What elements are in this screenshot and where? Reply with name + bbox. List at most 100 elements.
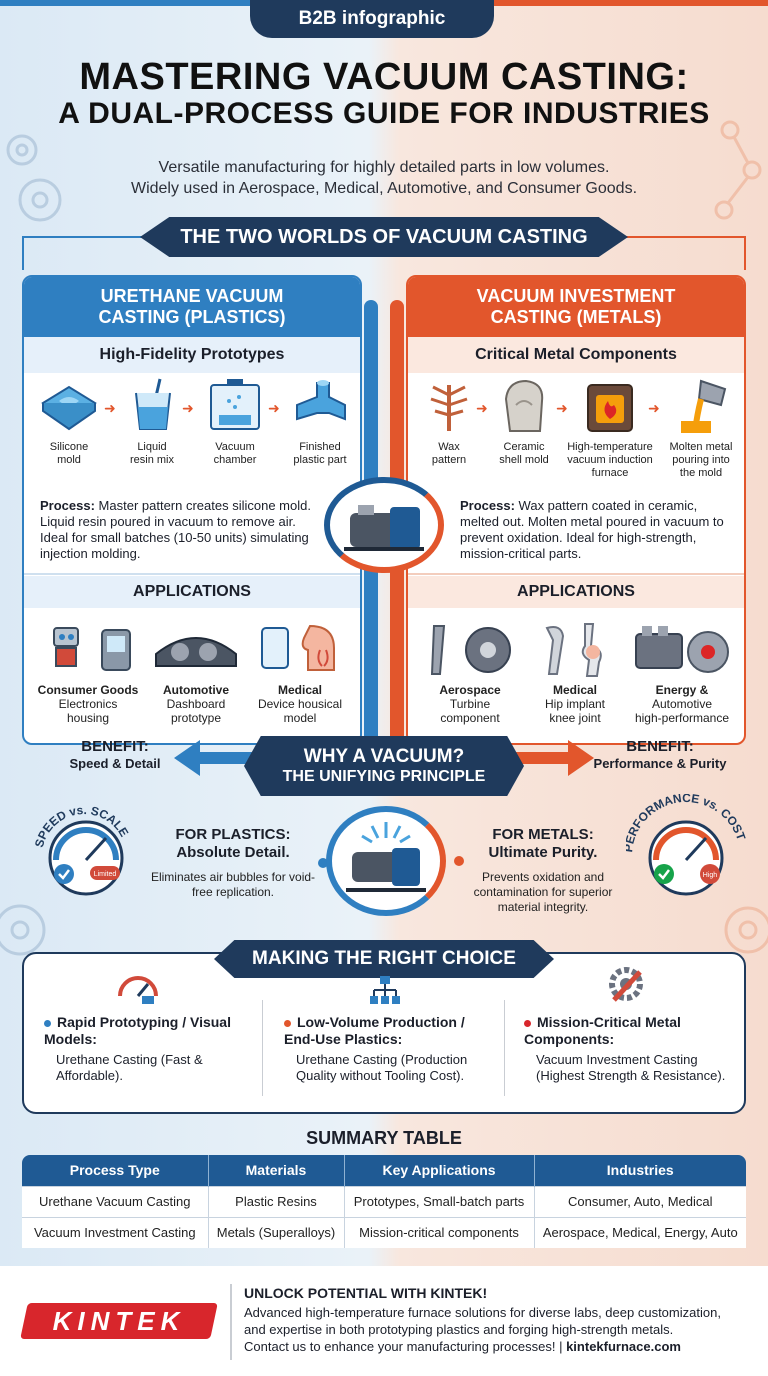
choice-description: Vacuum Investment Casting (Highest Stren… bbox=[536, 1052, 726, 1083]
step-finished-part: Finished plastic part bbox=[280, 375, 360, 467]
investment-process-text: Process: Wax pattern coated in ceramic, … bbox=[460, 498, 736, 562]
step-label-3: furnace bbox=[591, 467, 629, 479]
gear-decoration-icon bbox=[6, 134, 62, 222]
step-arrow-icon: ➜ bbox=[182, 400, 194, 416]
step-label-2: chamber bbox=[213, 454, 257, 466]
step-label-1: Wax bbox=[438, 441, 460, 453]
logo-text: KINTEK bbox=[52, 1306, 186, 1336]
urethane-subtitle: High-Fidelity Prototypes bbox=[24, 337, 360, 373]
app-line-1: Turbine bbox=[449, 697, 491, 711]
benefit-text: Speed & Detail bbox=[69, 756, 161, 771]
gauge-left-label: Limited bbox=[94, 871, 117, 878]
for-metals-heading: FOR METALS: bbox=[492, 826, 594, 843]
table-cell: Prototypes, Small-batch parts bbox=[344, 1185, 535, 1217]
benefit-text: Performance & Purity bbox=[593, 756, 727, 771]
step-label-1: Finished bbox=[299, 441, 341, 453]
ceramic-shell-icon bbox=[504, 379, 544, 432]
table-cell: Plastic Resins bbox=[208, 1185, 345, 1217]
gauge-right-label: High bbox=[703, 872, 718, 879]
category-tag: B2B infographic bbox=[250, 0, 494, 38]
step-label-2: vacuum induction bbox=[567, 454, 653, 466]
choice-mission-critical: Mission-Critical Metal Components: Vacuu… bbox=[524, 1014, 738, 1084]
vacuum-chamber-icon bbox=[210, 379, 260, 430]
app-line-2: component bbox=[440, 711, 500, 725]
molecule-decoration-icon bbox=[714, 120, 762, 220]
connector-dot-right bbox=[454, 856, 464, 866]
for-plastics-heading: FOR PLASTICS: bbox=[175, 826, 291, 843]
step-liquid-resin: Liquid resin mix bbox=[116, 375, 188, 467]
choice-low-volume: Low-Volume Production / End-Use Plastics… bbox=[284, 1014, 494, 1084]
top-accent-right bbox=[494, 0, 768, 6]
process-label: Process: bbox=[40, 498, 95, 513]
investment-subtitle: Critical Metal Components bbox=[408, 337, 744, 373]
bullet-dot bbox=[44, 1019, 51, 1027]
step-arrow-icon: ➜ bbox=[476, 400, 488, 416]
hierarchy-icon bbox=[370, 976, 400, 1004]
urethane-panel-head: URETHANE VACUUM CASTING (PLASTICS) bbox=[24, 277, 360, 337]
app-line-2: prototype bbox=[170, 711, 222, 725]
footer-divider bbox=[230, 1284, 232, 1360]
app-title: Medical bbox=[277, 683, 322, 697]
for-metals-subheading: Ultimate Purity. bbox=[488, 844, 598, 861]
vacuum-pump-icon bbox=[344, 505, 424, 551]
for-plastics-description: Eliminates air bubbles for void-free rep… bbox=[150, 870, 316, 899]
medical-device-icon bbox=[261, 624, 335, 671]
footer-website-link[interactable]: kintekfurnace.com bbox=[566, 1339, 681, 1354]
step-label-2: mold bbox=[57, 454, 81, 466]
step-molten-pour: Molten metal pouring into the mold bbox=[662, 375, 740, 480]
robot-device-icon bbox=[53, 627, 131, 671]
choice-heading: Low-Volume Production / End-Use Plastics… bbox=[284, 1014, 465, 1047]
engine-icon bbox=[635, 626, 729, 673]
two-worlds-banner: THE TWO WORLDS OF VACUUM CASTING bbox=[140, 217, 628, 257]
choice-rapid-prototyping: Rapid Prototyping / Visual Models: Ureth… bbox=[44, 1014, 254, 1084]
why-subtitle: THE UNIFYING PRINCIPLE bbox=[282, 768, 486, 785]
process-description: Wax pattern coated in ceramic, melted ou… bbox=[460, 498, 724, 561]
table-header-row: Process Type Materials Key Applications … bbox=[22, 1155, 746, 1186]
step-arrow-icon: ➜ bbox=[648, 400, 660, 416]
app-medical-metal: Medical Hip implant knee joint bbox=[530, 620, 620, 725]
step-arrow-icon: ➜ bbox=[104, 400, 116, 416]
app-line-1: Electronics bbox=[58, 697, 118, 711]
step-label-1: Ceramic bbox=[503, 441, 545, 453]
table-header: Materials bbox=[208, 1155, 345, 1186]
step-ceramic-shell: Ceramic shell mold bbox=[488, 375, 560, 467]
app-line-2: knee joint bbox=[549, 711, 601, 725]
step-arrow-icon: ➜ bbox=[268, 400, 280, 416]
for-metals-description: Prevents oxidation and contamination for… bbox=[473, 870, 613, 914]
footer-heading: UNLOCK POTENTIAL WITH KINTEK! bbox=[244, 1285, 488, 1301]
app-consumer-goods: Consumer Goods Electronics housing bbox=[30, 620, 146, 725]
app-line-1: Automotive bbox=[651, 697, 713, 711]
app-automotive: Automotive Dashboard prototype bbox=[148, 620, 244, 725]
benefit-heading: BENEFIT: bbox=[626, 738, 694, 755]
table-cell: Mission-critical components bbox=[344, 1216, 535, 1248]
gear-decoration-bottom-left-icon bbox=[0, 904, 46, 956]
furnace-icon bbox=[587, 384, 633, 432]
step-label-2: shell mold bbox=[499, 454, 549, 466]
choice-description: Urethane Casting (Production Quality wit… bbox=[296, 1052, 468, 1083]
table-row: Vacuum Investment Casting Metals (Supera… bbox=[22, 1216, 746, 1248]
vacuum-pump-badge bbox=[324, 477, 444, 573]
table-cell: Consumer, Auto, Medical bbox=[534, 1185, 746, 1217]
arrow-left-icon bbox=[174, 740, 200, 776]
vacuum-principle-badge bbox=[326, 806, 446, 916]
step-label-3: the mold bbox=[679, 467, 723, 479]
urethane-applications-title: APPLICATIONS bbox=[24, 576, 360, 608]
kintek-logo[interactable]: KINTEK bbox=[20, 1303, 218, 1339]
arrow-left-shaft bbox=[198, 752, 258, 764]
summary-table: Process Type Materials Key Applications … bbox=[22, 1155, 746, 1248]
step-label-1: High-temperature bbox=[567, 441, 653, 453]
main-title-line1: MASTERING VACUUM CASTING: bbox=[79, 56, 689, 98]
speed-scale-gauge: SPEED vs. SCALE Limited bbox=[32, 803, 131, 896]
investment-head-line2: CASTING (METALS) bbox=[490, 307, 662, 327]
app-line-1: Dashboard bbox=[166, 697, 226, 711]
choice-heading: Rapid Prototyping / Visual Models: bbox=[44, 1014, 231, 1047]
app-title: Automotive bbox=[163, 683, 229, 697]
app-title: Aerospace bbox=[439, 683, 501, 697]
choice-banner: MAKING THE RIGHT CHOICE bbox=[214, 940, 554, 978]
frame-line-left bbox=[22, 236, 162, 238]
table-cell: Urethane Vacuum Casting bbox=[22, 1185, 209, 1217]
table-header: Process Type bbox=[22, 1155, 209, 1186]
app-title: Energy & bbox=[655, 683, 709, 697]
connector-dot-left bbox=[318, 858, 328, 868]
silicone-mold-icon bbox=[41, 385, 97, 431]
